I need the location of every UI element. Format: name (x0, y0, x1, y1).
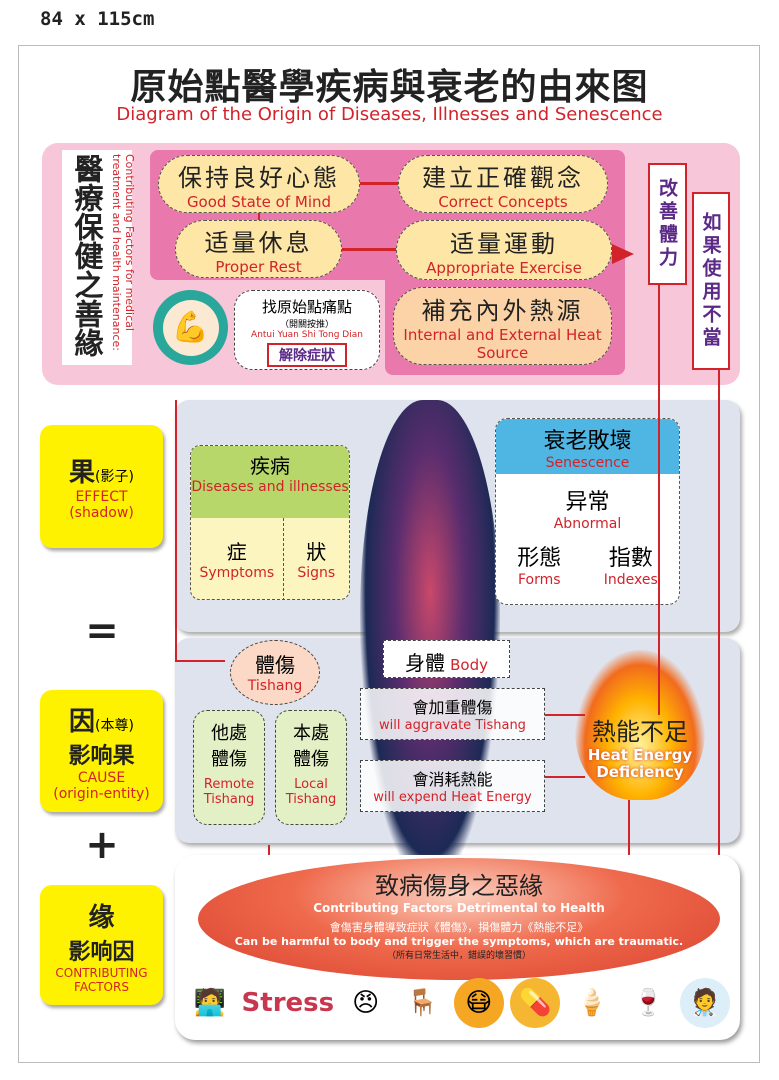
good-factors-label: 醫療保健之善緣 Contributing Factors for medical… (62, 150, 136, 365)
effect-box: 果(影子) EFFECT(shadow) (40, 425, 163, 548)
connector (175, 660, 225, 662)
plus-sign: + (85, 822, 119, 868)
bad-factors-ellipse: 致病傷身之惡緣 Contributing Factors Detrimental… (198, 858, 720, 980)
heat-deficiency-fire: 熱能不足 Heat Energy Deficiency (575, 650, 705, 800)
connector (718, 370, 720, 880)
connector (342, 248, 398, 251)
connector (628, 800, 630, 880)
doctor-icon: 🧑‍⚕️ (679, 977, 730, 1028)
page-subtitle: Diagram of the Origin of Diseases, Illne… (116, 104, 663, 125)
relieve-symptoms-label: 解除症狀 (267, 343, 347, 367)
size-label: 84 x 115cm (40, 8, 155, 30)
wine-icon: 🍷 (632, 987, 665, 1018)
bad-habits-icons: 🧑‍💻 Stress 😠 🪑 😷 💊 🍦 🍷 🧑‍⚕️ (185, 975, 730, 1030)
connector (545, 776, 585, 778)
connector (360, 182, 400, 185)
connector (175, 400, 177, 662)
contributing-factors-box: 缘 影响因 CONTRIBUTING FACTORS (40, 885, 163, 1005)
equals-sign: = (85, 608, 119, 654)
stress-icon: Stress (241, 987, 335, 1018)
misuse-box: 如果使用不當 (692, 192, 730, 370)
improve-strength-box: 改善體力 (648, 163, 687, 285)
frame (18, 45, 760, 1063)
pill-icon: 💊 (510, 977, 561, 1028)
body-label: 身體 Body (383, 640, 510, 678)
working-late-icon: 🪑 (406, 987, 439, 1018)
sick-mask-icon: 😷 (453, 977, 504, 1028)
connector (658, 285, 660, 715)
connector (545, 714, 585, 716)
antui-box: 找原始點痛點 （開關按推） Antui Yuan Shi Tong Dian 解… (234, 290, 380, 370)
ice-cream-icon: 🍦 (575, 987, 609, 1018)
page-title: 原始點醫學疾病與衰老的由來图 (130, 67, 649, 108)
cause-box: 因(本尊) 影响果 CAUSE(origin-entity) (40, 690, 163, 812)
overwork-desk-icon: 🧑‍💻 (193, 987, 227, 1018)
arrow-icon (612, 244, 634, 264)
arm-massage-icon: 💪 (153, 290, 228, 365)
connector (258, 212, 260, 222)
angry-person-icon: 😠 (352, 987, 380, 1018)
